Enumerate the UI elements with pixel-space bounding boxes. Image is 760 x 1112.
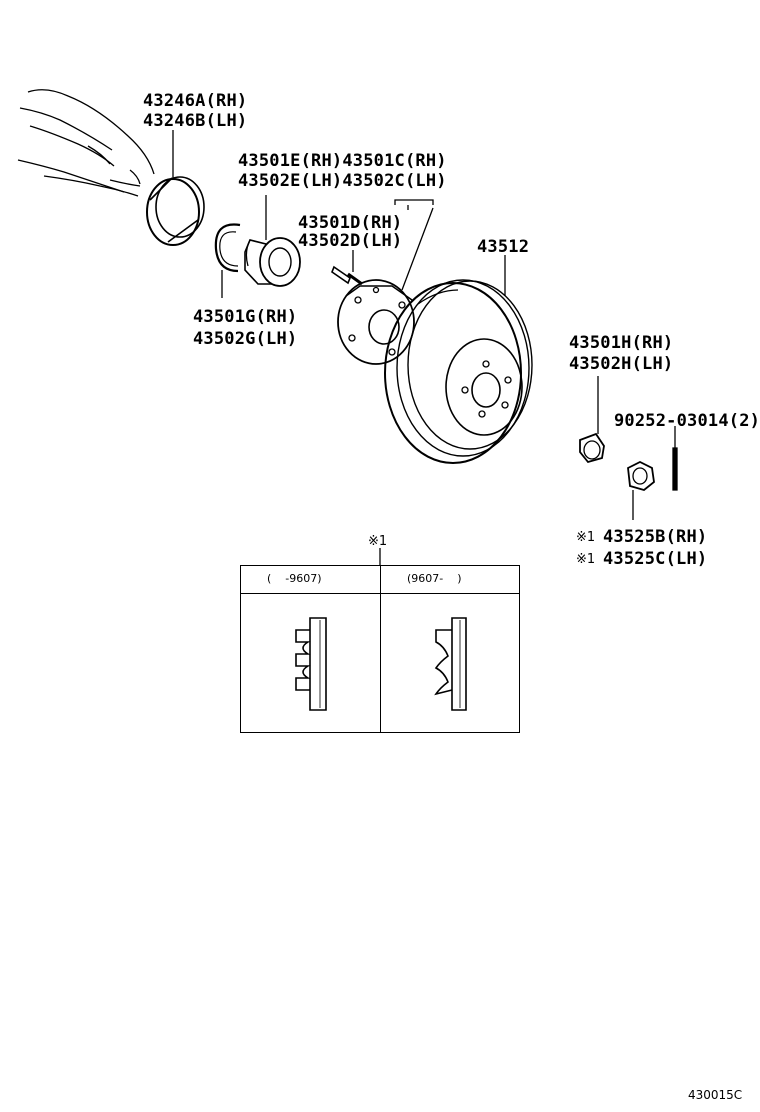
- table-col2-header: (9607- ): [407, 572, 462, 585]
- label-43512: 43512: [477, 237, 530, 257]
- snap-ring-part: [214, 223, 241, 298]
- cotter-pin-part: [672, 426, 678, 491]
- castle-nut-part: [627, 460, 655, 520]
- table-divider: [380, 566, 381, 732]
- profile-late: [434, 617, 467, 711]
- label-43501d: 43501D(RH): [298, 213, 403, 233]
- label-43501g: 43501G(RH): [193, 307, 298, 327]
- table-col1-header: ( -9607): [267, 572, 322, 585]
- label-90252: 90252-03014(2): [614, 411, 760, 431]
- disc-rotor-part: [384, 255, 533, 464]
- label-43246b: 43246B(LH): [143, 111, 248, 131]
- profile-early: [295, 617, 327, 711]
- label-43246a: 43246A(RH): [143, 91, 248, 111]
- label-43502h: 43502H(LH): [569, 354, 674, 374]
- label-43502g: 43502G(LH): [193, 329, 298, 349]
- label-43502e: 43502E(LH)43502C(LH): [238, 171, 447, 191]
- bearing-part: [244, 195, 301, 287]
- label-43501e: 43501E(RH)43501C(RH): [238, 151, 447, 171]
- label-43525b: 43525B(RH): [603, 527, 708, 547]
- hub-nut-part: [579, 376, 605, 464]
- hub-bolt-part: [331, 250, 363, 286]
- oil-seal-part: [146, 130, 205, 246]
- label-43525c: 43525C(LH): [603, 549, 708, 569]
- note-mark-lh: ※1: [576, 552, 596, 567]
- variant-table: ( -9607) (9607- ): [240, 565, 520, 733]
- label-43501h: 43501H(RH): [569, 333, 674, 353]
- figure-code: 430015C: [688, 1088, 743, 1102]
- table-title: ※1: [368, 534, 388, 549]
- label-43502d: 43502D(LH): [298, 231, 403, 251]
- hub-flange-part: [337, 199, 434, 365]
- note-mark-rh: ※1: [576, 530, 596, 545]
- grease-hand-icon: [17, 89, 155, 197]
